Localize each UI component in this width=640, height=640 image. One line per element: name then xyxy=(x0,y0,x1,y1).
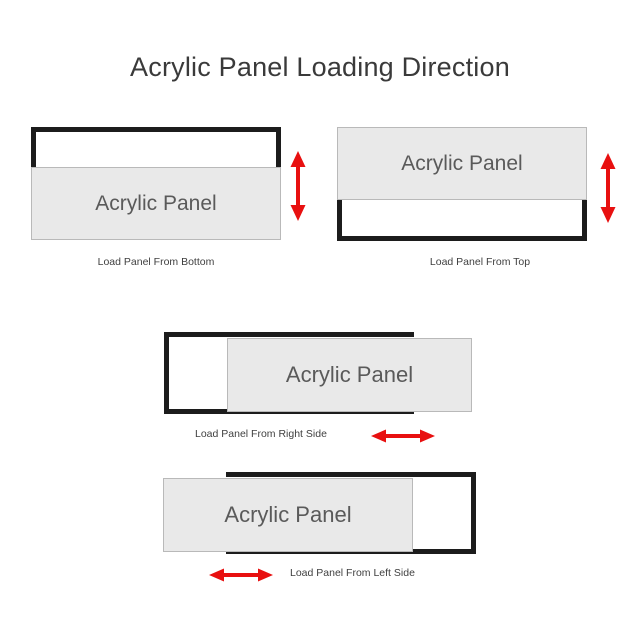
acrylic-panel-sheet: Acrylic Panel xyxy=(337,127,587,200)
acrylic-panel-label: Acrylic Panel xyxy=(401,151,523,175)
double-arrow-horizontal-icon xyxy=(208,564,274,591)
page-title: Acrylic Panel Loading Direction xyxy=(130,52,510,82)
acrylic-panel-label: Acrylic Panel xyxy=(285,362,414,387)
acrylic-panel-sheet: Acrylic Panel xyxy=(163,478,413,552)
acrylic-panel-sheet: Acrylic Panel xyxy=(31,167,281,240)
machine-frame-open-top xyxy=(337,163,587,241)
caption-load-from-left-side: Load Panel From Left Side xyxy=(290,567,415,579)
acrylic-panel-sheet: Acrylic Panel xyxy=(227,338,472,412)
double-arrow-horizontal-icon xyxy=(370,425,436,452)
caption-load-from-right-side: Load Panel From Right Side xyxy=(195,428,327,440)
caption-load-from-top: Load Panel From Top xyxy=(429,256,531,268)
acrylic-panel-label: Acrylic Panel xyxy=(224,502,352,527)
double-arrow-vertical-icon xyxy=(285,150,311,227)
caption-load-from-bottom: Load Panel From Bottom xyxy=(97,256,215,268)
double-arrow-vertical-icon xyxy=(595,152,621,229)
machine-frame-open-bottom xyxy=(31,127,281,205)
acrylic-panel-label: Acrylic Panel xyxy=(95,191,217,215)
